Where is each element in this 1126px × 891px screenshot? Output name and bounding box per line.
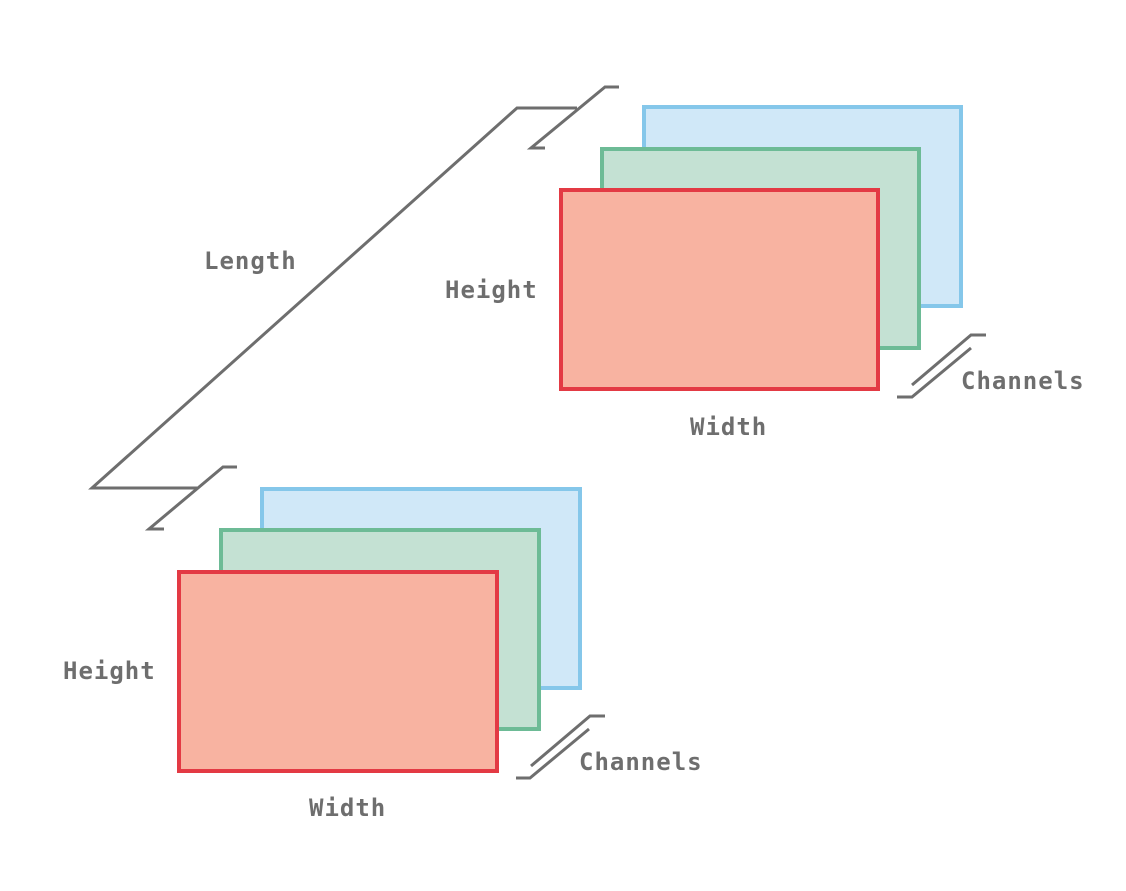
width-label-bottom: Width: [309, 794, 386, 822]
red-channel-top: [559, 188, 880, 391]
length-label: Length: [204, 247, 297, 275]
height-label-bottom: Height: [63, 657, 156, 685]
channels-bracket-bottom: [516, 714, 605, 780]
channels-label-top: Channels: [961, 367, 1085, 395]
length-bracket: [88, 85, 619, 531]
channels-label-bottom: Channels: [579, 748, 703, 776]
red-channel-bottom: [177, 570, 499, 773]
height-label-top: Height: [445, 276, 538, 304]
frame-top: Height Width Channels: [445, 105, 1085, 441]
channels-bracket-top: [897, 333, 986, 399]
width-label-top: Width: [690, 413, 767, 441]
frame-bottom: Height Width Channels: [63, 487, 703, 822]
